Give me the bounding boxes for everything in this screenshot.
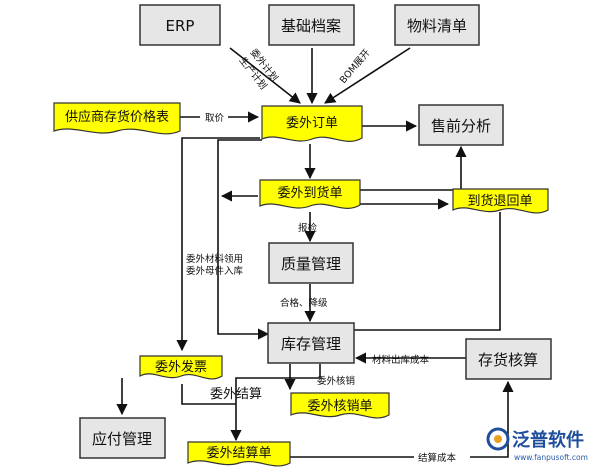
edge-inventory-to-settlement	[230, 364, 321, 442]
node-quality-box	[268, 242, 354, 284]
node-presale-box	[418, 104, 504, 146]
edge-label-settle: 委外结算	[210, 387, 262, 402]
node-outsource-writeoff-label: 委外核销单	[307, 399, 372, 414]
edge-label-price: 取价	[205, 113, 225, 124]
edge-label-material-issue: 委外材料领用	[186, 253, 243, 265]
node-quality-label: 质量管理	[281, 255, 341, 273]
node-bom-box	[394, 4, 480, 46]
node-supplier-price-shape	[53, 102, 181, 135]
node-payable-box	[79, 417, 166, 459]
node-outsource-arrival-label: 委外到货单	[277, 185, 342, 201]
edge-order-to-inventory	[217, 139, 270, 340]
node-bom-label: 物料清单	[407, 17, 467, 35]
document-shapes: 供应商存货价格表 委外订单 委外到货单 到货退回单 委外发票 委外核销单 委外结…	[53, 102, 549, 467]
node-outsource-writeoff-shape	[290, 392, 390, 419]
node-payable-label: 应付管理	[92, 430, 152, 448]
node-arrival-return-label: 到货退回单	[467, 193, 532, 209]
fanpu-logo-icon	[486, 427, 510, 451]
edge-arrival-to-presale	[360, 145, 467, 191]
edge-label-pass-downgrade: 合格、降级	[280, 297, 328, 309]
edge-return-to-inventory	[354, 212, 501, 331]
edge-bom-to-order	[324, 47, 411, 104]
node-stock-accounting-box	[465, 338, 552, 380]
price-label-bg	[200, 110, 228, 124]
node-stock-accounting-label: 存货核算	[478, 351, 538, 369]
edges	[116, 47, 514, 458]
node-presale-label: 售前分析	[431, 117, 491, 135]
node-base-archive-box	[268, 4, 355, 46]
edge-settlement-to-accounting	[290, 380, 514, 458]
edge-label-settle-cost: 结算成本	[418, 452, 457, 464]
logo-url: www.fanpusoft.com	[514, 453, 588, 462]
edge-order-to-invoice	[176, 137, 260, 352]
edge-label-bom-expand: BOM展开	[338, 47, 373, 86]
node-outsource-invoice-label: 委外发票	[155, 359, 207, 375]
edge-label-inspect: 报检	[298, 222, 318, 234]
node-outsource-invoice-shape	[139, 355, 223, 380]
node-outsource-settlement-label: 委外结算单	[206, 446, 271, 461]
fanpu-logo: 泛普软件 www.fanpusoft.com	[486, 424, 614, 470]
node-arrival-return-shape	[452, 188, 549, 214]
node-inventory-box	[267, 322, 355, 364]
node-outsource-order-shape	[261, 105, 363, 142]
edge-label-material-cost: 材料出库成本	[372, 354, 430, 366]
node-base-archive-label: 基础档案	[281, 17, 341, 35]
edge-invoice-to-settlement	[181, 384, 236, 405]
edge-label-parent-receipt: 委外母件入库	[186, 265, 244, 277]
edge-label-writeoff: 委外核销	[317, 375, 356, 387]
node-outsource-order-label: 委外订单	[286, 116, 338, 131]
node-outsource-arrival-shape	[259, 179, 361, 209]
node-outsource-settlement-shape	[187, 441, 291, 467]
node-supplier-price-label: 供应商存货价格表	[65, 109, 169, 125]
edge-erp-to-order	[229, 47, 301, 104]
node-inventory-label: 库存管理	[281, 335, 341, 353]
settle-cost-label-bg	[414, 450, 470, 464]
node-erp-label: ERP	[166, 17, 195, 35]
logo-name: 泛普软件	[512, 430, 584, 451]
node-erp-box	[139, 4, 221, 46]
process-boxes: ERP 基础档案 物料清单 售前分析 质量管理 库存管理 存货核算 应付管理	[79, 4, 552, 459]
